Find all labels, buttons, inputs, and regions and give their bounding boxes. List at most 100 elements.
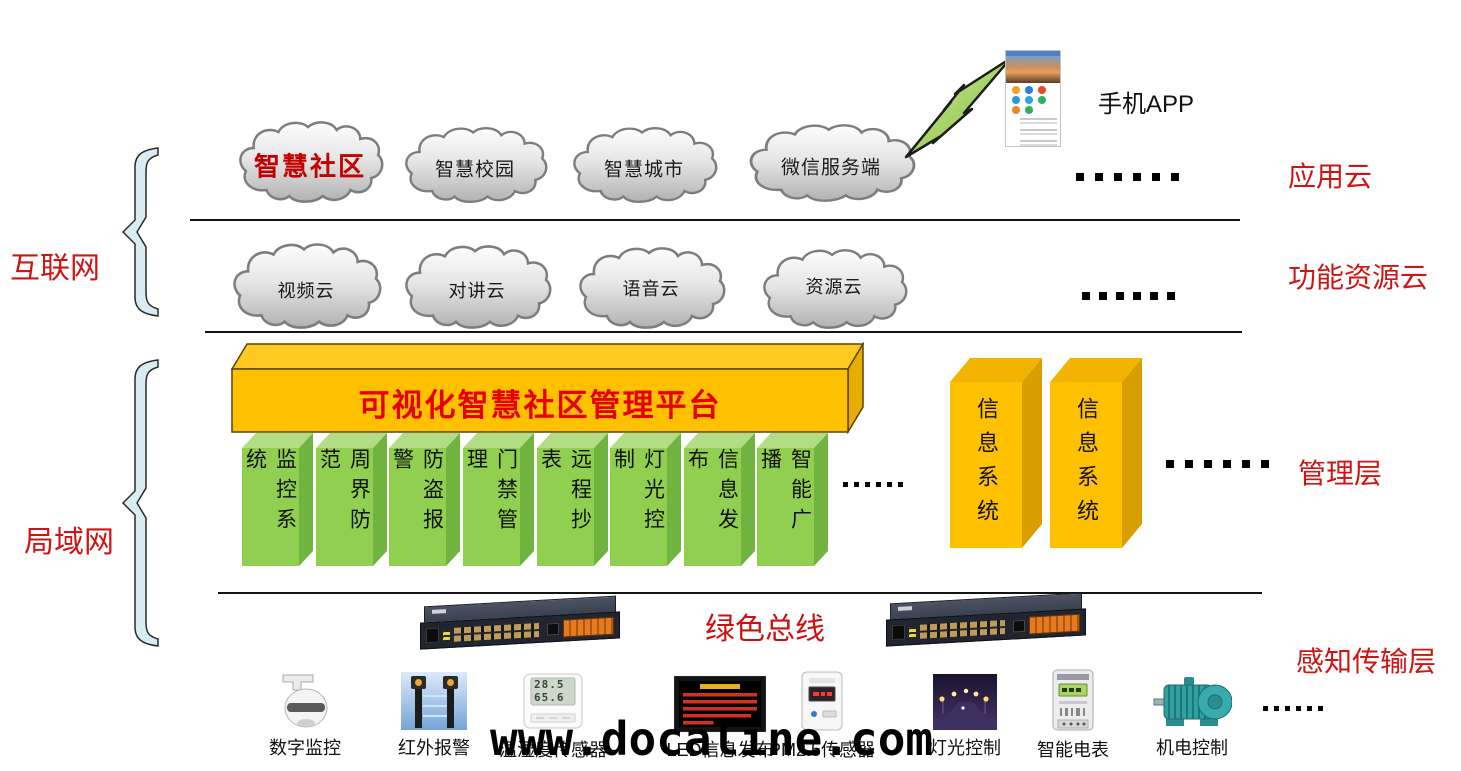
device-pm25-sensor: PM2.5传感器 — [768, 670, 876, 762]
module-box-smart-broadcast: 智能广播 — [757, 433, 828, 566]
cloud-label: 语音云 — [622, 279, 680, 300]
device-lighting-control: 灯光控制 — [912, 674, 1018, 760]
device-temp-humidity-sensor: 28.5 65.6 温湿度传感器 — [498, 672, 608, 762]
network-switch-left — [420, 595, 620, 652]
cloud-label: 资源云 — [805, 276, 863, 298]
electric-motor-icon — [1153, 677, 1232, 726]
phone-app-thumbnail — [1005, 50, 1061, 147]
label-lan: 局域网 — [24, 525, 114, 560]
module-box-faces — [610, 433, 681, 566]
cloud-smart-campus: 智慧校园 — [402, 126, 548, 204]
power-inlet — [426, 627, 439, 644]
cloud-video: 视频云 — [230, 242, 382, 330]
module-box-perimeter: 周界防范 — [316, 433, 387, 566]
info-system-box: 信息系统 — [1050, 358, 1142, 548]
device-label: 灯光控制 — [929, 738, 1001, 758]
info-system-faces — [1050, 358, 1142, 548]
module-box-faces — [242, 433, 313, 566]
platform-box — [230, 342, 865, 434]
device-label: PM2.5传感器 — [768, 740, 876, 760]
device-digital-monitoring: 数字监控 — [255, 672, 355, 760]
status-leds — [908, 626, 916, 637]
module-label: 灯光控制 — [611, 448, 666, 538]
module-box-remote-metering: 远程抄表 — [537, 433, 608, 566]
uplink-port — [1013, 619, 1026, 632]
module-box-faces — [389, 433, 460, 566]
cloud-label: 智慧社区 — [253, 152, 366, 183]
module-label: 智能广播 — [758, 448, 813, 538]
smart-meter-icon — [1052, 669, 1094, 731]
status-leds — [442, 629, 450, 640]
pm25-sensor-icon — [801, 671, 843, 731]
ethernet-ports — [453, 622, 540, 642]
label-internet: 互联网 — [10, 251, 100, 286]
cloud-smart-community: 智慧社区 — [236, 120, 384, 204]
cloud-wechat-service: 微信服务端 — [746, 123, 916, 203]
separator-line-3 — [218, 592, 1262, 594]
phone-status-bar — [1006, 51, 1060, 56]
cloud-voice: 语音云 — [576, 246, 726, 330]
device-led-display: LED信息发布 — [660, 676, 780, 762]
module-label: 周界防范 — [317, 448, 372, 538]
temp-humidity-sensor-icon — [523, 673, 583, 729]
phone-header-photo — [1006, 56, 1060, 83]
lightning-bolt-icon — [904, 56, 1013, 159]
cloud-label: 对讲云 — [448, 281, 506, 303]
device-label: 温湿度传感器 — [499, 740, 607, 760]
ellipsis-dots-row1 — [1076, 173, 1190, 181]
label-perception-transmission-layer: 感知传输层 — [1296, 645, 1437, 678]
cloud-label: 智慧城市 — [603, 158, 684, 181]
label-function-resource-cloud-layer: 功能资源云 — [1288, 261, 1429, 294]
module-box-burglar-alarm: 防盗报警 — [389, 433, 460, 566]
module-label: 门禁管理 — [464, 448, 519, 538]
module-box-faces — [757, 433, 828, 566]
cloud-smart-city: 智慧城市 — [570, 126, 718, 204]
infrared-barrier-icon — [401, 672, 467, 730]
ellipsis-dots-modules — [843, 482, 909, 487]
street-lighting-icon — [933, 674, 997, 730]
label-application-cloud-layer: 应用云 — [1288, 160, 1373, 193]
module-label: 远程抄表 — [538, 448, 593, 538]
info-system-label: 信息系统 — [973, 397, 998, 533]
module-box-faces — [316, 433, 387, 566]
info-system-box: 信息系统 — [950, 358, 1042, 548]
module-label: 防盗报警 — [390, 448, 445, 538]
sensor-temperature-value: 28.5 — [534, 678, 565, 691]
device-smart-meter: 智能电表 — [1026, 668, 1120, 762]
internet-brace — [121, 147, 159, 317]
module-box-faces — [537, 433, 608, 566]
terminal-block — [1029, 613, 1080, 635]
platform-title: 可视化智慧社区管理平台 — [358, 388, 722, 423]
label-management-layer: 管理层 — [1298, 457, 1383, 490]
info-system-label: 信息系统 — [1073, 397, 1098, 533]
lan-brace — [121, 359, 159, 647]
module-box-faces — [684, 433, 755, 566]
module-box-info-publishing: 信息发布 — [684, 433, 755, 566]
uplink-port — [547, 622, 560, 635]
green-bus-label: 绿色总线 — [705, 612, 825, 647]
device-label: 数字监控 — [269, 738, 341, 758]
device-label: 红外报警 — [398, 738, 470, 758]
device-electromechanical-control: 机电控制 — [1140, 674, 1244, 760]
module-box-access-control: 门禁管理 — [463, 433, 534, 566]
device-label: 智能电表 — [1037, 740, 1109, 760]
module-box-monitoring: 监控系统 — [242, 433, 313, 566]
ellipsis-dots-devices — [1263, 706, 1329, 711]
info-system-faces — [950, 358, 1042, 548]
device-infrared-alarm: 红外报警 — [382, 672, 486, 760]
led-screen-icon — [674, 676, 766, 732]
device-label: LED信息发布 — [666, 740, 774, 760]
terminal-block — [563, 616, 614, 638]
phone-app-icon-grid — [1006, 83, 1060, 115]
sensor-humidity-value: 65.6 — [534, 691, 565, 704]
phone-list-item — [1009, 139, 1057, 146]
cloud-resource: 资源云 — [760, 248, 908, 330]
cloud-label: 微信服务端 — [780, 156, 881, 179]
separator-line-1 — [190, 219, 1240, 221]
module-box-lighting-control: 灯光控制 — [610, 433, 681, 566]
ethernet-ports — [919, 619, 1006, 639]
cloud-intercom: 对讲云 — [402, 244, 552, 330]
cloud-label: 智慧校园 — [434, 158, 515, 181]
switch-logo — [432, 609, 446, 614]
